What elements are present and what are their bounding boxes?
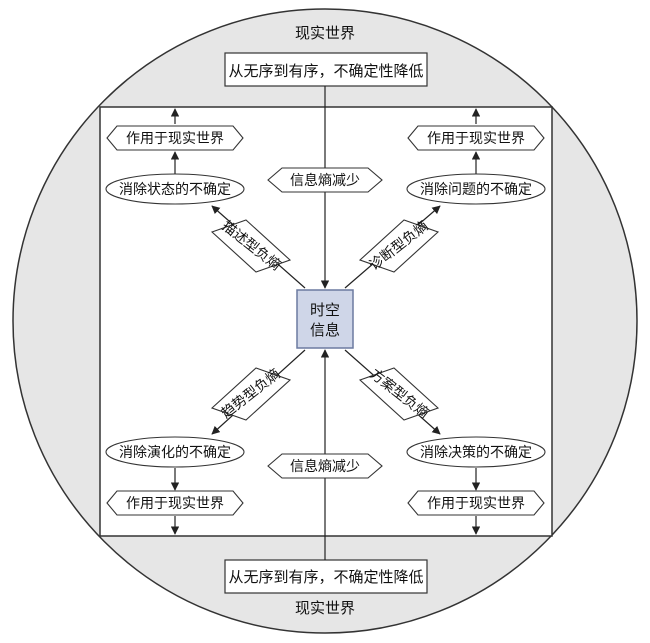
eliminate-decision-uncertainty-text: 消除决策的不确定: [420, 444, 532, 461]
eliminate-problem-uncertainty: [406, 173, 546, 205]
diagnostic-negentropy-shape: [358, 219, 440, 273]
apply-real-world-tl: [106, 125, 244, 151]
center-line2: 信息: [310, 321, 340, 339]
descriptive-negentropy-shape: [210, 219, 292, 273]
entropy-reduction-top-text: 信息熵减少: [290, 172, 360, 189]
center-line1: 时空: [310, 301, 340, 319]
apply-real-world-bl: [106, 490, 244, 516]
apply-real-world-tr-text: 作用于现实世界: [427, 131, 525, 147]
apply-real-world-bl-text: 作用于现实世界: [126, 496, 224, 512]
order-banner-top: [224, 52, 428, 87]
order-banner-bottom: [224, 559, 428, 594]
eliminate-problem-uncertainty-text: 消除问题的不确定: [420, 182, 532, 198]
order-banner-bottom-text: 从无序到有序，不确定性降低: [228, 568, 423, 586]
entropy-reduction-hexagon-bottom: [267, 453, 383, 479]
eliminate-state-uncertainty: [105, 173, 245, 205]
order-banner-top-text: 从无序到有序，不确定性降低: [228, 62, 423, 80]
apply-real-world-tr: [407, 125, 545, 151]
entropy-reduction-hexagon-top: [267, 167, 383, 193]
scheme-negentropy-shape: [358, 367, 440, 421]
real-world-label-bottom: 现实世界: [295, 599, 355, 617]
real-world-label-top: 现实世界: [295, 24, 355, 42]
apply-real-world-tl-text: 作用于现实世界: [126, 131, 224, 147]
apply-real-world-br: [407, 490, 545, 516]
trend-negentropy-shape: [210, 367, 292, 421]
eliminate-evolution-uncertainty: [105, 436, 245, 468]
entropy-reduction-bottom-text: 信息熵减少: [290, 458, 360, 475]
eliminate-evolution-uncertainty-text: 消除演化的不确定: [119, 445, 231, 461]
eliminate-decision-uncertainty: [406, 436, 546, 468]
eliminate-state-uncertainty-text: 消除状态的不确定: [119, 182, 231, 198]
apply-real-world-br-text: 作用于现实世界: [427, 496, 525, 512]
spatiotemporal-info-box: [296, 289, 354, 349]
